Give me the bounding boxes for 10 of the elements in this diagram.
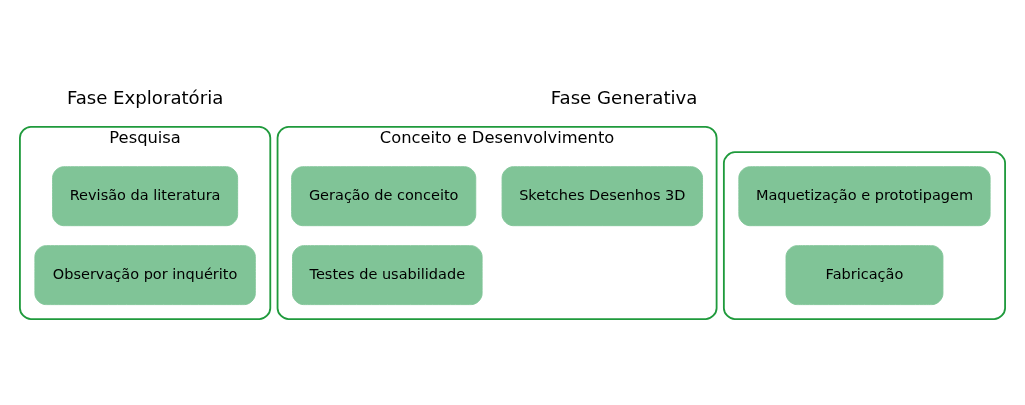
label: Fase Generativa xyxy=(550,86,698,108)
node-box: Sketches Desenhos 3D xyxy=(501,165,703,226)
node-box: Testes de usabilidade xyxy=(292,244,483,305)
node-box: Geração de conceito xyxy=(291,165,477,226)
node-box: Revisão da literatura xyxy=(52,165,239,226)
label: Fase Exploratória xyxy=(66,86,224,108)
cluster xyxy=(722,150,1006,320)
node-box: Fabricação xyxy=(785,244,944,305)
node-box: Maquetização e prototipagem xyxy=(738,165,991,226)
node-box: Observação por inquérito xyxy=(34,244,256,305)
